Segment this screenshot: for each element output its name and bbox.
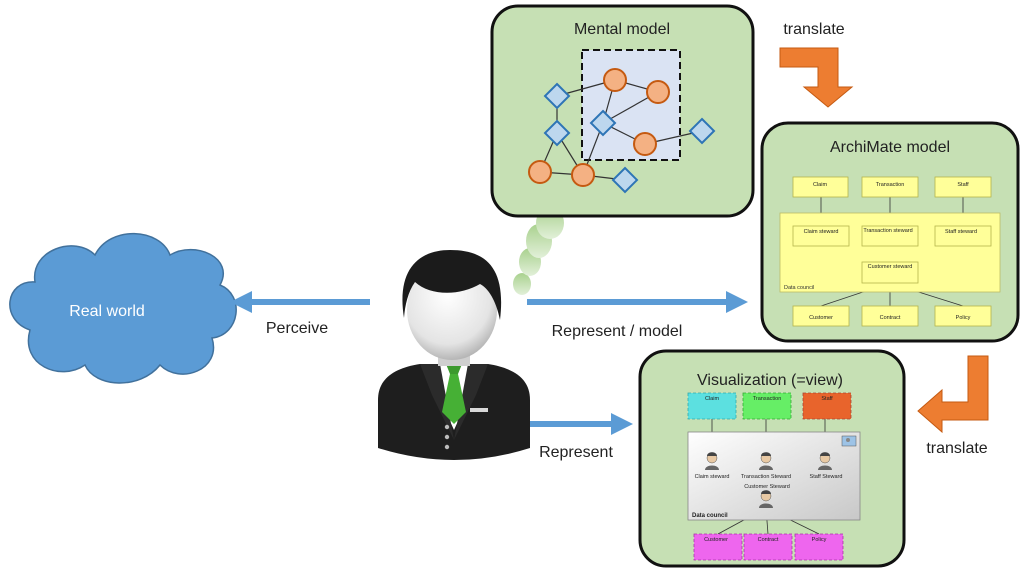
archimate-group-label: Data council bbox=[784, 285, 814, 291]
represent-model-arrow bbox=[527, 291, 748, 313]
translate-top-label: translate bbox=[783, 21, 844, 38]
viz-top-transaction: Transaction bbox=[753, 396, 782, 402]
viz-steward-transaction: Transaction Steward bbox=[741, 474, 791, 480]
mental-model-panel: Mental model bbox=[490, 4, 755, 218]
translate-bottom-label: translate bbox=[926, 440, 987, 457]
translate-arrow-bottom bbox=[917, 355, 989, 434]
archimate-top-staff: Staff bbox=[957, 182, 969, 188]
cloud-label: Real world bbox=[69, 303, 145, 320]
archimate-steward-staff: Staff steward bbox=[945, 229, 977, 235]
real-world-cloud: Real world bbox=[9, 232, 237, 384]
viz-steward-icons bbox=[705, 452, 832, 508]
translate-arrow-top bbox=[779, 47, 854, 108]
viz-top-staff: Staff bbox=[821, 396, 833, 402]
viz-bottom-contract: Contract bbox=[758, 537, 779, 543]
viz-bottom-policy: Policy bbox=[812, 537, 827, 543]
viz-top-claim: Claim bbox=[705, 396, 719, 402]
archimate-bottom-contract: Contract bbox=[880, 315, 901, 321]
visualization-panel: Visualization (=view) Data council Claim… bbox=[638, 349, 906, 568]
viz-group-corner-icon bbox=[841, 435, 857, 447]
archimate-steward-claim: Claim steward bbox=[804, 229, 839, 235]
archimate-model-panel: ArchiMate model Data council Clai bbox=[760, 121, 1020, 343]
mental-model-focus-box bbox=[581, 49, 681, 161]
perceive-label: Perceive bbox=[266, 320, 328, 337]
thought-bubbles bbox=[513, 207, 564, 295]
archimate-top-transaction: Transaction bbox=[876, 182, 905, 188]
archimate-bottom-policy: Policy bbox=[956, 315, 971, 321]
archimate-customer-steward: Customer steward bbox=[868, 264, 913, 270]
viz-customer-steward: Customer Steward bbox=[744, 484, 790, 490]
visualization-title: Visualization (=view) bbox=[697, 372, 843, 389]
archimate-steward-transaction: Transaction steward bbox=[863, 228, 912, 234]
represent-model-label: Represent / model bbox=[552, 323, 683, 340]
archimate-title: ArchiMate model bbox=[830, 139, 950, 156]
represent-label: Represent bbox=[539, 444, 613, 461]
viz-group-label: Data council bbox=[692, 513, 728, 519]
archimate-top-claim: Claim bbox=[813, 182, 827, 188]
viz-bottom-customer: Customer bbox=[704, 537, 728, 543]
archimate-bottom-customer: Customer bbox=[809, 315, 833, 321]
represent-arrow bbox=[527, 413, 633, 435]
person-figure bbox=[378, 250, 530, 460]
viz-steward-claim: Claim steward bbox=[695, 474, 730, 480]
perceive-arrow bbox=[230, 291, 370, 313]
mental-model-title: Mental model bbox=[574, 21, 670, 38]
viz-data-council-group bbox=[687, 431, 861, 521]
viz-steward-staff: Staff Steward bbox=[810, 474, 843, 480]
